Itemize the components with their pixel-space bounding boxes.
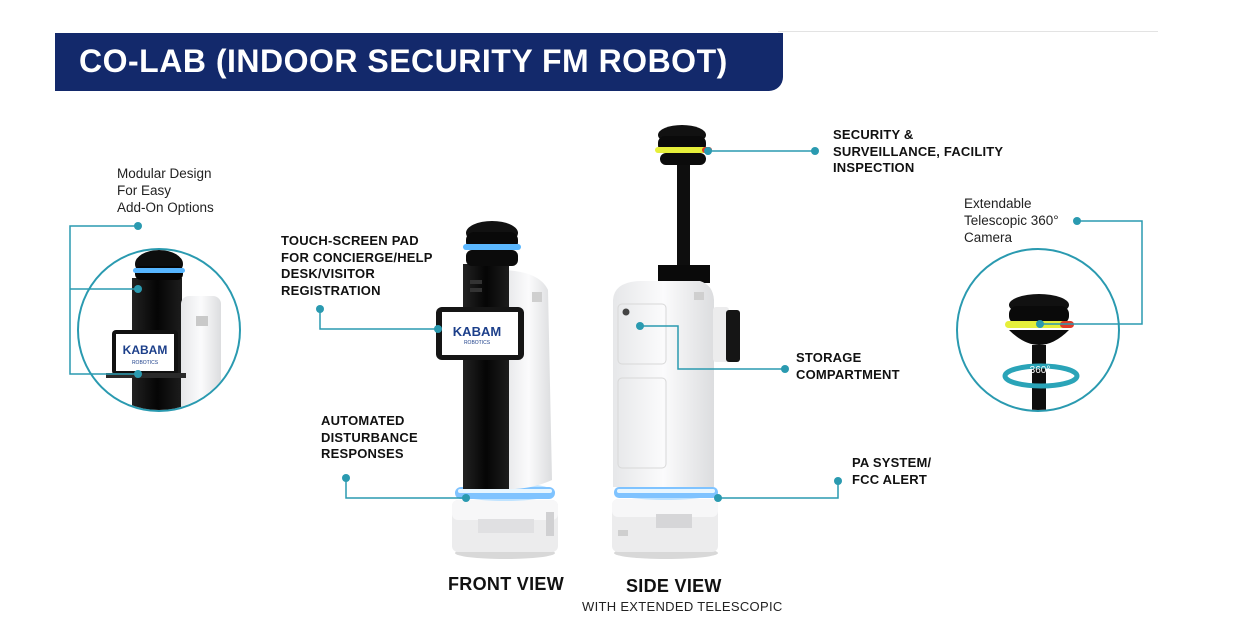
security-label: SECURITY & SURVEILLANCE, FACILITY INSPEC… [833, 127, 1003, 177]
connector-dot [636, 322, 644, 330]
logo-kabam: KABAM [453, 324, 501, 339]
title-banner: CO-LAB (INDOOR SECURITY FM ROBOT) [55, 33, 783, 91]
disturbance-label: AUTOMATED DISTURBANCE RESPONSES [321, 413, 418, 463]
side-connector-lines [640, 150, 839, 499]
camera-connector-lines [1040, 220, 1143, 325]
connector-dot [342, 474, 350, 482]
pa-system-label: PA SYSTEM/ FCC ALERT [852, 455, 931, 488]
camera-line-1: Extendable [964, 196, 1032, 211]
connector-dot [134, 285, 142, 293]
touch-line-1: TOUCH-SCREEN PAD [281, 233, 419, 248]
touch-line-4: REGISTRATION [281, 282, 381, 298]
connector-dot [462, 494, 470, 502]
connector-dot [781, 365, 789, 373]
disturbance-line-3: RESPONSES [321, 446, 404, 461]
header-divider-line [778, 31, 1158, 32]
logo-robotics-small: ROBOTICS [132, 360, 159, 366]
modular-line-2: For Easy [117, 183, 172, 198]
modular-zoom-circle [77, 248, 241, 412]
modular-design-label: Modular Design For Easy Add-On Options [117, 165, 214, 216]
connector-dot [714, 494, 722, 502]
security-line-2: SURVEILLANCE, FACILITY [833, 143, 1004, 159]
side-view-robot [612, 125, 740, 559]
connector-dot [434, 325, 442, 333]
pa-line-1: PA SYSTEM/ [852, 455, 932, 470]
side-view-subtitle: WITH EXTENDED TELESCOPIC [582, 599, 783, 614]
connector-dot [1036, 320, 1044, 328]
front-connector-lines [319, 309, 466, 499]
connector-dot [834, 477, 842, 485]
modular-line-1: Modular Design [117, 166, 212, 181]
touch-line-3: DESK/VISITOR [281, 266, 375, 281]
connector-dot [316, 305, 324, 313]
touch-screen-label: TOUCH-SCREEN PAD FOR CONCIERGE/HELP DESK… [281, 233, 433, 299]
connector-dot [704, 147, 712, 155]
pa-line-2: FCC ALERT [852, 471, 927, 487]
disturbance-line-2: DISTURBANCE [321, 429, 418, 445]
storage-line-1: STORAGE [796, 350, 862, 365]
camera-zoom-circle [956, 248, 1120, 412]
camera-line-2: Telescopic 360° [964, 213, 1059, 228]
connector-dot [134, 370, 142, 378]
disturbance-line-1: AUTOMATED [321, 413, 405, 428]
security-line-3: INSPECTION [833, 160, 915, 175]
rotation-360-badge: 360° [1030, 365, 1051, 376]
connector-dot [1073, 217, 1081, 225]
camera-label: Extendable Telescopic 360° Camera [964, 195, 1059, 246]
touch-line-2: FOR CONCIERGE/HELP [281, 249, 433, 265]
connector-dot [134, 222, 142, 230]
side-view-title: SIDE VIEW [626, 576, 722, 596]
front-view-robot [436, 221, 558, 559]
security-line-1: SECURITY & [833, 127, 914, 142]
camera-line-3: Camera [964, 230, 1013, 245]
storage-label: STORAGE COMPARTMENT [796, 350, 900, 383]
storage-line-2: COMPARTMENT [796, 366, 900, 382]
modular-line-3: Add-On Options [117, 200, 214, 215]
front-view-title: FRONT VIEW [448, 574, 564, 594]
logo-kabam-small: KABAM [123, 343, 168, 357]
modular-connector-lines [69, 225, 138, 375]
page-title: CO-LAB (INDOOR SECURITY FM ROBOT) [79, 43, 728, 79]
connector-dot [811, 147, 819, 155]
logo-robotics: ROBOTICS [464, 340, 491, 346]
